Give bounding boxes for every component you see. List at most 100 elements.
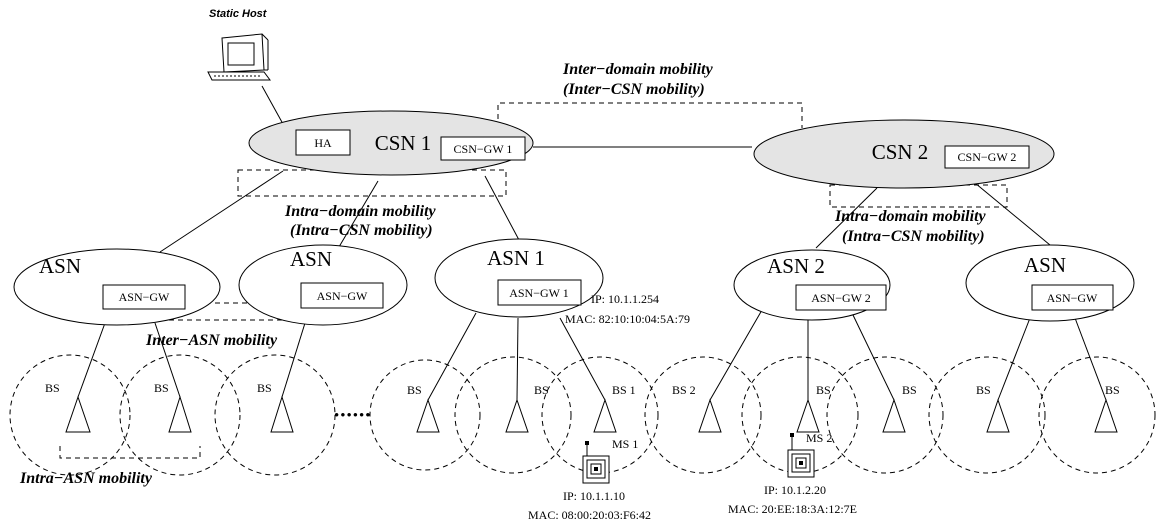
cell-circle xyxy=(119,354,241,476)
ms1-label: MS 1 xyxy=(612,437,638,451)
asn-node-a: ASN ASN−GW xyxy=(13,248,221,326)
asn1-node: ASN 1 ASN−GW 1 xyxy=(434,238,604,318)
mobile-station-icon xyxy=(787,433,815,478)
csn2-gw-label: CSN−GW 2 xyxy=(958,150,1017,164)
bs-label: BS xyxy=(902,383,917,397)
asn-c-gw-box xyxy=(1031,284,1114,311)
ms1-mac: MAC: 08:00:20:03:F6:42 xyxy=(528,508,651,522)
bs-label: BS xyxy=(45,381,60,395)
ms2-ip: IP: 10.1.2.20 xyxy=(764,483,826,497)
asn1-gw-label: ASN−GW 1 xyxy=(509,286,569,300)
bs-label: BS xyxy=(257,381,272,395)
asn1-to-bs-link xyxy=(516,317,519,401)
asn2-gw-box xyxy=(795,284,887,311)
bs-antenna-icon xyxy=(270,395,294,433)
bs-label: BS xyxy=(534,383,549,397)
asn-a-gw-box xyxy=(102,284,186,310)
asn2-to-bs-link xyxy=(852,314,895,401)
bs-label: BS xyxy=(816,383,831,397)
csn1-label: CSN 1 xyxy=(375,131,432,155)
ms2-mac: MAC: 20:EE:18:3A:12:7E xyxy=(728,502,857,516)
cell-circle xyxy=(369,359,481,471)
asn2-label: ASN 2 xyxy=(767,254,825,278)
more-cells-ellipsis: •••••• xyxy=(334,408,372,424)
ms2-node: MS 2 IP: 10.1.2.20 MAC: 20:EE:18:3A:12:7… xyxy=(728,431,857,516)
bs-antenna-icon xyxy=(65,395,91,433)
bs1-label: BS 1 xyxy=(612,383,636,397)
bs-label: BS xyxy=(1105,383,1120,397)
intra-domain-label-csn1-line2: (Intra−CSN mobility) xyxy=(290,222,433,239)
csn1-to-asn-b-link xyxy=(335,180,379,253)
bs-label: BS xyxy=(976,383,991,397)
ms1-ip: IP: 10.1.1.10 xyxy=(563,489,625,503)
cell-circle xyxy=(9,354,131,476)
cell-circle xyxy=(928,356,1046,474)
intra-domain-boundary-csn1 xyxy=(237,169,507,197)
bs-label: BS xyxy=(407,383,422,397)
csn2-gw-box xyxy=(944,145,1030,169)
asn-a-to-bs-link xyxy=(154,322,181,398)
asn2-to-bs2-link xyxy=(709,309,763,401)
csn2-to-asn-c-link xyxy=(974,182,1051,246)
static-host-label: Static Host xyxy=(209,8,268,20)
ha-box xyxy=(295,129,351,156)
asn-b-gw-box xyxy=(300,282,384,309)
inter-asn-label: Inter−ASN mobility xyxy=(145,332,278,349)
asn-node-c: ASN ASN−GW xyxy=(965,244,1135,322)
bs-antenna-icon xyxy=(1094,398,1118,433)
csn1-to-asn-a-link xyxy=(159,170,284,253)
ms2-label: MS 2 xyxy=(806,431,832,445)
intra-asn-label: Intra−ASN mobility xyxy=(19,470,153,487)
asn-a-label: ASN xyxy=(39,254,81,278)
bs-antenna-icon xyxy=(986,398,1010,433)
cell-circle xyxy=(826,356,944,474)
intra-asn-boundary xyxy=(59,446,201,459)
asn1-gw-box xyxy=(497,279,582,306)
bs1-antenna-icon xyxy=(593,398,617,433)
inter-domain-boundary xyxy=(497,102,803,128)
cell-circle xyxy=(1038,356,1156,474)
connection-lines xyxy=(77,85,1107,401)
asn1-gw-mac: MAC: 82:10:10:04:5A:79 xyxy=(565,312,690,326)
asn-c-to-bs-link xyxy=(997,317,1031,401)
ha-label: HA xyxy=(314,136,332,150)
intra-domain-label-csn1-line1: Intra−domain mobility xyxy=(284,203,437,220)
inter-domain-label-line2: (Inter−CSN mobility) xyxy=(563,81,705,98)
asn-node-b: ASN ASN−GW xyxy=(238,244,408,326)
csn1-gw-label: CSN−GW 1 xyxy=(454,142,513,156)
asn-c-label: ASN xyxy=(1024,253,1066,277)
asn1-to-bs1-link xyxy=(559,317,606,401)
asn1-label: ASN 1 xyxy=(487,246,545,270)
bs2-label: BS 2 xyxy=(672,383,696,397)
mobile-station-icon xyxy=(582,441,610,484)
csn1-node: HA CSN 1 CSN−GW 1 xyxy=(248,110,534,176)
asn1-to-bs-link xyxy=(427,312,477,401)
csn2-label: CSN 2 xyxy=(872,140,929,164)
asn1-gw-ip: IP: 10.1.1.254 xyxy=(591,292,659,306)
asn-b-label: ASN xyxy=(290,247,332,271)
bs-antenna-icon xyxy=(416,398,440,433)
bs-antenna-icon xyxy=(168,395,192,433)
cell-coverage xyxy=(9,354,1156,476)
csn2-node: CSN 2 CSN−GW 2 xyxy=(753,119,1055,189)
bs-label: BS xyxy=(154,381,169,395)
asn-b-gw-label: ASN−GW xyxy=(317,289,368,303)
base-stations xyxy=(65,395,1118,433)
csn2-ellipse xyxy=(753,119,1055,189)
ms1-node: MS 1 IP: 10.1.1.10 MAC: 08:00:20:03:F6:4… xyxy=(528,437,651,522)
csn1-gw-box xyxy=(440,136,526,161)
inter-domain-label-line1: Inter−domain mobility xyxy=(562,61,714,78)
bs-antenna-icon xyxy=(796,398,820,433)
cell-circle xyxy=(214,354,336,476)
asn2-node: ASN 2 ASN−GW 2 xyxy=(733,249,891,321)
computer-icon xyxy=(207,33,271,81)
asn2-gw-label: ASN−GW 2 xyxy=(811,291,871,305)
bs-antenna-icon xyxy=(505,398,529,433)
csn1-to-asn1-link xyxy=(484,175,520,241)
host-to-csn1-link xyxy=(261,85,284,125)
asn-a-gw-label: ASN−GW xyxy=(119,290,170,304)
intra-domain-label-csn2-line1: Intra−domain mobility xyxy=(834,208,987,225)
asn-a-to-bs-link xyxy=(77,322,106,398)
bs2-antenna-icon xyxy=(698,398,722,433)
